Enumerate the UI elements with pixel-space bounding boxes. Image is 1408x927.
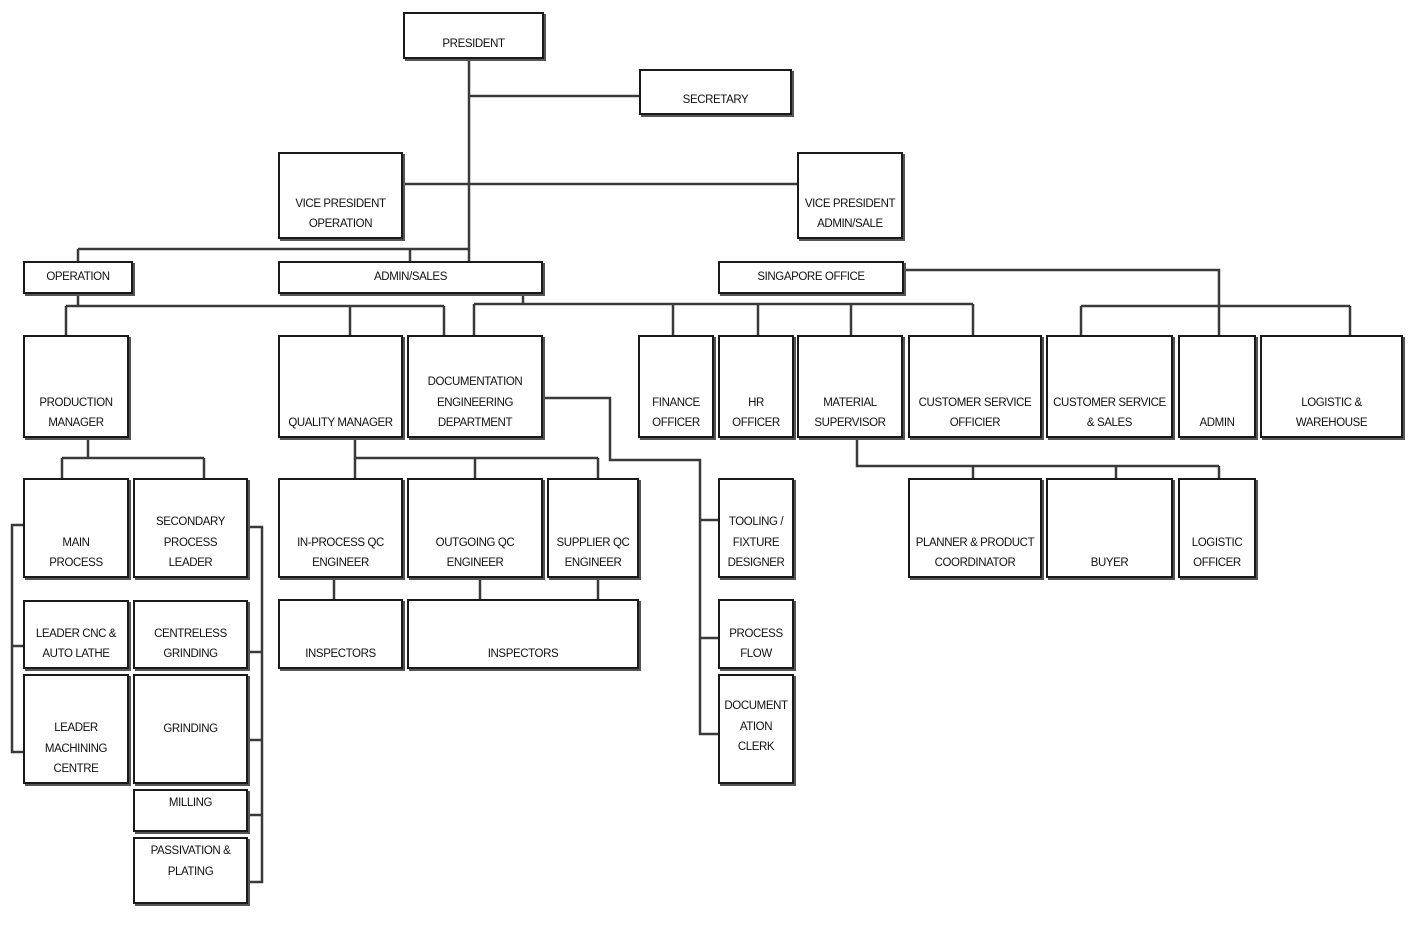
node-operation: OPERATION [23, 261, 133, 294]
node-buyer: BUYER [1046, 478, 1173, 578]
node-supplier-qc-engineer: SUPPLIER QC ENGINEER [547, 478, 639, 578]
node-customer-service-officier: CUSTOMER SERVICE OFFICIER [908, 335, 1042, 438]
connector-material-supervisor [855, 437, 1221, 480]
label-tooling-fixture-designer: TOOLING / FIXTURE DESIGNER [727, 515, 785, 570]
label-vp-operation: VICE PRESIDENT OPERATION [295, 197, 386, 231]
node-centreless-grinding: CENTRELESS GRINDING [133, 600, 248, 669]
label-documentation-clerk: DOCUMENT ATION CLERK [724, 700, 788, 754]
label-inspectors-in-process: INSPECTORS [305, 648, 376, 661]
label-admin-sales: ADMIN/SALES [374, 271, 447, 284]
node-process-flow: PROCESS FLOW [718, 599, 794, 669]
connector-admin-sales [472, 292, 975, 336]
node-material-supervisor: MATERIAL SUPERVISOR [797, 335, 903, 438]
node-president: PRESIDENT [403, 12, 544, 59]
label-documentation-engineering: DOCUMENTATION ENGINEERING DEPARTMENT [427, 375, 523, 430]
connector-right-bracket [248, 525, 264, 884]
node-customer-service-sales: CUSTOMER SERVICE & SALES [1046, 335, 1173, 438]
label-hr-officer: HR OFFICER [732, 396, 780, 430]
node-inspectors-in-process: INSPECTORS [278, 599, 403, 669]
label-president: PRESIDENT [442, 38, 505, 51]
node-admin: ADMIN [1178, 335, 1256, 438]
label-milling: MILLING [168, 797, 213, 809]
label-outgoing-qc-engineer: OUTGOING QC ENGINEER [435, 536, 515, 570]
node-vp-operation: VICE PRESIDENT OPERATION [278, 152, 403, 239]
connector-production-manager [60, 437, 206, 480]
node-admin-sales: ADMIN/SALES [278, 261, 543, 294]
label-passivation-plating: PASSIVATION & PLATING [150, 845, 231, 878]
node-secretary: SECRETARY [639, 69, 792, 115]
node-finance-officer: FINANCE OFFICER [638, 335, 714, 438]
label-leader-machining-centre: LEADER MACHINING CENTRE [44, 721, 108, 776]
label-logistic-officer: LOGISTIC OFFICER [1191, 536, 1243, 570]
node-tooling-fixture-designer: TOOLING / FIXTURE DESIGNER [718, 478, 794, 578]
node-logistic-officer: LOGISTIC OFFICER [1178, 478, 1256, 578]
node-hr-officer: HR OFFICER [718, 335, 794, 438]
node-documentation-clerk: DOCUMENT ATION CLERK [718, 674, 794, 784]
label-in-process-qc-engineer: IN-PROCESS QC ENGINEER [297, 536, 384, 570]
node-outgoing-qc-engineer: OUTGOING QC ENGINEER [407, 478, 543, 578]
label-main-process: MAIN PROCESS [49, 536, 103, 570]
connector-right-group [1079, 304, 1352, 336]
label-finance-officer: FINANCE OFFICER [652, 396, 700, 430]
label-vp-admin-sale: VICE PRESIDENT ADMIN/SALE [804, 197, 896, 231]
node-quality-manager: QUALITY MANAGER [278, 335, 403, 438]
label-inspectors-outgoing-supplier: INSPECTORS [487, 648, 559, 661]
node-in-process-qc-engineer: IN-PROCESS QC ENGINEER [278, 478, 403, 578]
label-operation: OPERATION [46, 271, 110, 284]
node-documentation-engineering: DOCUMENTATION ENGINEERING DEPARTMENT [407, 335, 543, 438]
label-customer-service-officier: CUSTOMER SERVICE OFFICIER [918, 396, 1032, 430]
label-customer-service-sales: CUSTOMER SERVICE & SALES [1053, 396, 1166, 430]
label-secondary-process-leader: SECONDARY PROCESS LEADER [155, 515, 226, 570]
node-leader-cnc-auto-lathe: LEADER CNC & AUTO LATHE [23, 600, 129, 669]
connector-operation [64, 292, 446, 336]
node-logistic-warehouse: LOGISTIC & WAREHOUSE [1260, 335, 1403, 438]
label-secretary: SECRETARY [682, 94, 749, 107]
label-logistic-warehouse: LOGISTIC & WAREHOUSE [1295, 396, 1368, 430]
node-grinding: GRINDING [133, 674, 248, 784]
label-process-flow: PROCESS FLOW [729, 627, 783, 661]
label-planner-product-coordinator: PLANNER & PRODUCT COORDINATOR [915, 536, 1035, 570]
connector-singapore-office [903, 268, 1221, 336]
node-milling: MILLING [133, 789, 248, 832]
node-planner-product-coordinator: PLANNER & PRODUCT COORDINATOR [908, 478, 1042, 578]
connector-top-bus [76, 247, 469, 262]
connector-documentation [543, 396, 719, 736]
node-secondary-process-leader: SECONDARY PROCESS LEADER [133, 478, 248, 578]
label-leader-cnc-auto-lathe: LEADER CNC & AUTO LATHE [35, 627, 117, 661]
connector-left-bracket [10, 523, 24, 754]
node-passivation-plating: PASSIVATION & PLATING [133, 837, 248, 904]
node-main-process: MAIN PROCESS [23, 478, 129, 578]
node-leader-machining-centre: LEADER MACHINING CENTRE [23, 674, 129, 784]
label-supplier-qc-engineer: SUPPLIER QC ENGINEER [556, 536, 630, 570]
node-vp-admin-sale: VICE PRESIDENT ADMIN/SALE [797, 152, 903, 239]
label-centreless-grinding: CENTRELESS GRINDING [154, 627, 227, 661]
label-singapore-office: SINGAPORE OFFICE [757, 271, 865, 284]
connector-inspectors [332, 578, 600, 600]
label-production-manager: PRODUCTION MANAGER [39, 396, 113, 430]
label-buyer: BUYER [1090, 557, 1129, 570]
label-grinding: GRINDING [163, 722, 218, 735]
node-singapore-office: SINGAPORE OFFICE [718, 261, 904, 294]
label-quality-manager: QUALITY MANAGER [288, 417, 393, 430]
node-inspectors-outgoing-supplier: INSPECTORS [407, 599, 639, 669]
label-admin: ADMIN [1199, 417, 1235, 430]
connector-quality-manager [353, 437, 600, 480]
node-production-manager: PRODUCTION MANAGER [23, 335, 129, 438]
label-material-supervisor: MATERIAL SUPERVISOR [814, 396, 886, 430]
